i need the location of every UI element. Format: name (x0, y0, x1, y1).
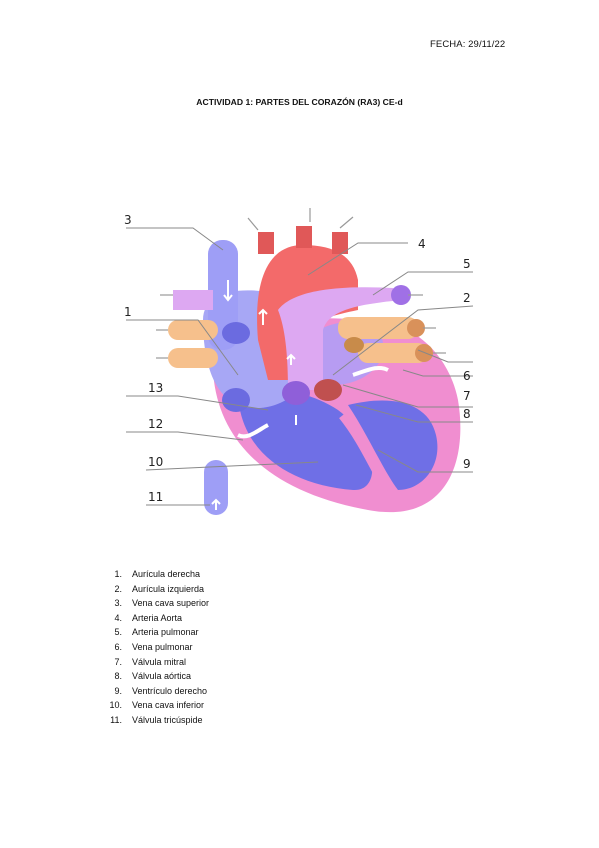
heart-parts-list: 1.Aurícula derecha 2.Aurícula izquierda … (104, 567, 209, 728)
document-date: FECHA: 29/11/22 (430, 39, 506, 50)
callout-1: 1 (124, 305, 132, 319)
pulmonary-vein-right-lower (358, 343, 428, 363)
callout-4: 4 (418, 237, 426, 251)
callout-6: 6 (463, 369, 471, 383)
list-item: 9.Ventrículo derecho (114, 685, 208, 696)
callout-11: 11 (148, 490, 163, 504)
callout-2: 2 (463, 291, 471, 305)
callout-12: 12 (148, 417, 163, 431)
document-title: ACTIVIDAD 1: PARTES DEL CORAZÓN (RA3) CE… (196, 97, 403, 107)
mitral-valve (314, 379, 342, 401)
list-item: 5.Arteria pulmonar (114, 627, 199, 638)
list-item: 1.Aurícula derecha (114, 569, 201, 579)
list-item: 2.Aurícula izquierda (114, 583, 205, 594)
pulmonary-vein-right-upper (338, 317, 418, 339)
callout-9: 9 (463, 457, 471, 471)
list-item: 7.Válvula mitral (114, 656, 187, 667)
list-item: 11.Válvula tricúspide (110, 714, 203, 725)
list-item: 6.Vena pulmonar (114, 641, 193, 652)
callout-3: 3 (124, 213, 132, 227)
superior-vena-cava-shape (208, 240, 238, 350)
callout-7: 7 (463, 389, 471, 403)
list-item: 3.Vena cava superior (114, 598, 210, 609)
callout-8: 8 (463, 407, 471, 421)
callout-10: 10 (148, 455, 163, 469)
list-item: 10.Vena cava inferior (109, 700, 205, 711)
pulmonary-artery-shape (278, 287, 403, 390)
right-ventricle-shape (238, 388, 373, 491)
inferior-vena-cava-shape (204, 460, 228, 515)
heart-diagram: 3 1 13 12 10 11 4 5 2 6 7 8 9 (118, 200, 488, 525)
callout-5: 5 (463, 257, 471, 271)
list-item: 8.Válvula aórtica (114, 671, 192, 682)
pulmonary-vein-left-lower (168, 348, 218, 368)
list-item: 4.Arteria Aorta (114, 612, 183, 623)
callout-13: 13 (148, 381, 163, 395)
pulmonary-vein-left-upper (168, 320, 218, 340)
aortic-valve (282, 381, 310, 405)
left-ventricle-shape (348, 400, 438, 490)
